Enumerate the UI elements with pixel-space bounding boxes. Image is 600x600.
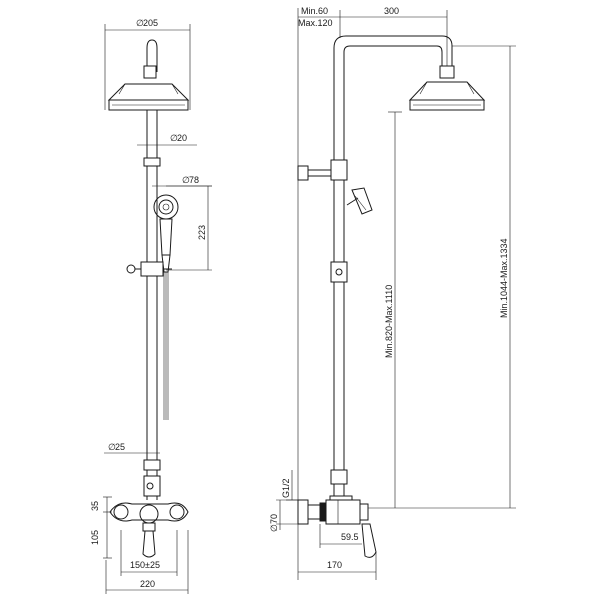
dim-depth-overall: 170: [297, 545, 377, 580]
label-offset-top: 35: [90, 501, 100, 511]
label-overall-width: 220: [140, 579, 155, 589]
label-thread: G1/2: [281, 478, 291, 498]
dim-cover-diameter: 70 ∅: [269, 499, 300, 532]
svg-text:∅: ∅: [170, 133, 178, 143]
front-mixer: [109, 475, 189, 558]
side-mixer: [297, 495, 377, 558]
label-holder-height: 223: [197, 225, 207, 240]
dim-wall-offset: Min.60 Max.120: [298, 6, 341, 38]
label-depth-mixer: 59.5: [341, 532, 359, 542]
svg-text:∅: ∅: [269, 524, 279, 532]
dim-holder-height: 223: [166, 185, 212, 271]
label-offset-bottom: 105: [90, 530, 100, 545]
dim-height-overall: Min.1044-Max.1334: [452, 45, 516, 509]
label-wall-max: Max.120: [298, 18, 333, 28]
label-arm-length: 300: [384, 6, 399, 16]
label-pipe-diameter: 25: [115, 442, 125, 452]
front-slide-holder: [126, 261, 172, 277]
front-shower-head: [107, 83, 190, 111]
label-centers: 150±25: [130, 560, 160, 570]
label-head-diameter: 205: [143, 18, 158, 28]
label-wall-min: Min.60: [301, 6, 328, 16]
label-height-overall: Min.1044-Max.1334: [499, 238, 509, 318]
side-shower-head: [408, 65, 486, 111]
label-height-head: Min.820-Max.1110: [384, 285, 394, 358]
label-hand-shower-diameter: 78: [189, 175, 199, 185]
dim-thread: G1/2: [281, 470, 300, 501]
dim-column-diameter: ∅ 20: [137, 133, 197, 150]
label-column-diameter: 20: [177, 133, 187, 143]
front-ball-joint: [143, 65, 157, 79]
label-cover-diameter: 70: [269, 514, 279, 524]
side-column: [330, 35, 453, 500]
front-arm: [146, 39, 158, 72]
front-column: [143, 110, 161, 500]
front-view: ∅ 205 ∅ 20: [90, 18, 212, 594]
side-wall-bracket: [297, 165, 331, 181]
dim-arm-length: 300: [340, 6, 448, 68]
label-depth-overall: 170: [327, 560, 342, 570]
dim-offsets: 35 105: [90, 496, 112, 559]
dim-height-head: Min.820-Max.1110: [384, 111, 402, 508]
svg-text:∅: ∅: [182, 175, 190, 185]
dim-depth-mixer: 59.5: [319, 524, 362, 548]
dim-head-diameter: ∅ 205: [104, 18, 191, 110]
side-view: Min.60 Max.120 300: [269, 6, 516, 580]
front-hand-shower: [153, 194, 179, 420]
dim-centers: 150±25: [120, 530, 178, 576]
svg-text:∅: ∅: [108, 442, 116, 452]
side-hand-shower-holder: [346, 187, 373, 215]
dim-hand-shower-diameter: ∅ 78: [152, 175, 212, 187]
dim-pipe-diameter: ∅ 25: [104, 442, 160, 454]
svg-text:∅: ∅: [136, 18, 144, 28]
dim-overall-width: 220: [105, 530, 189, 594]
